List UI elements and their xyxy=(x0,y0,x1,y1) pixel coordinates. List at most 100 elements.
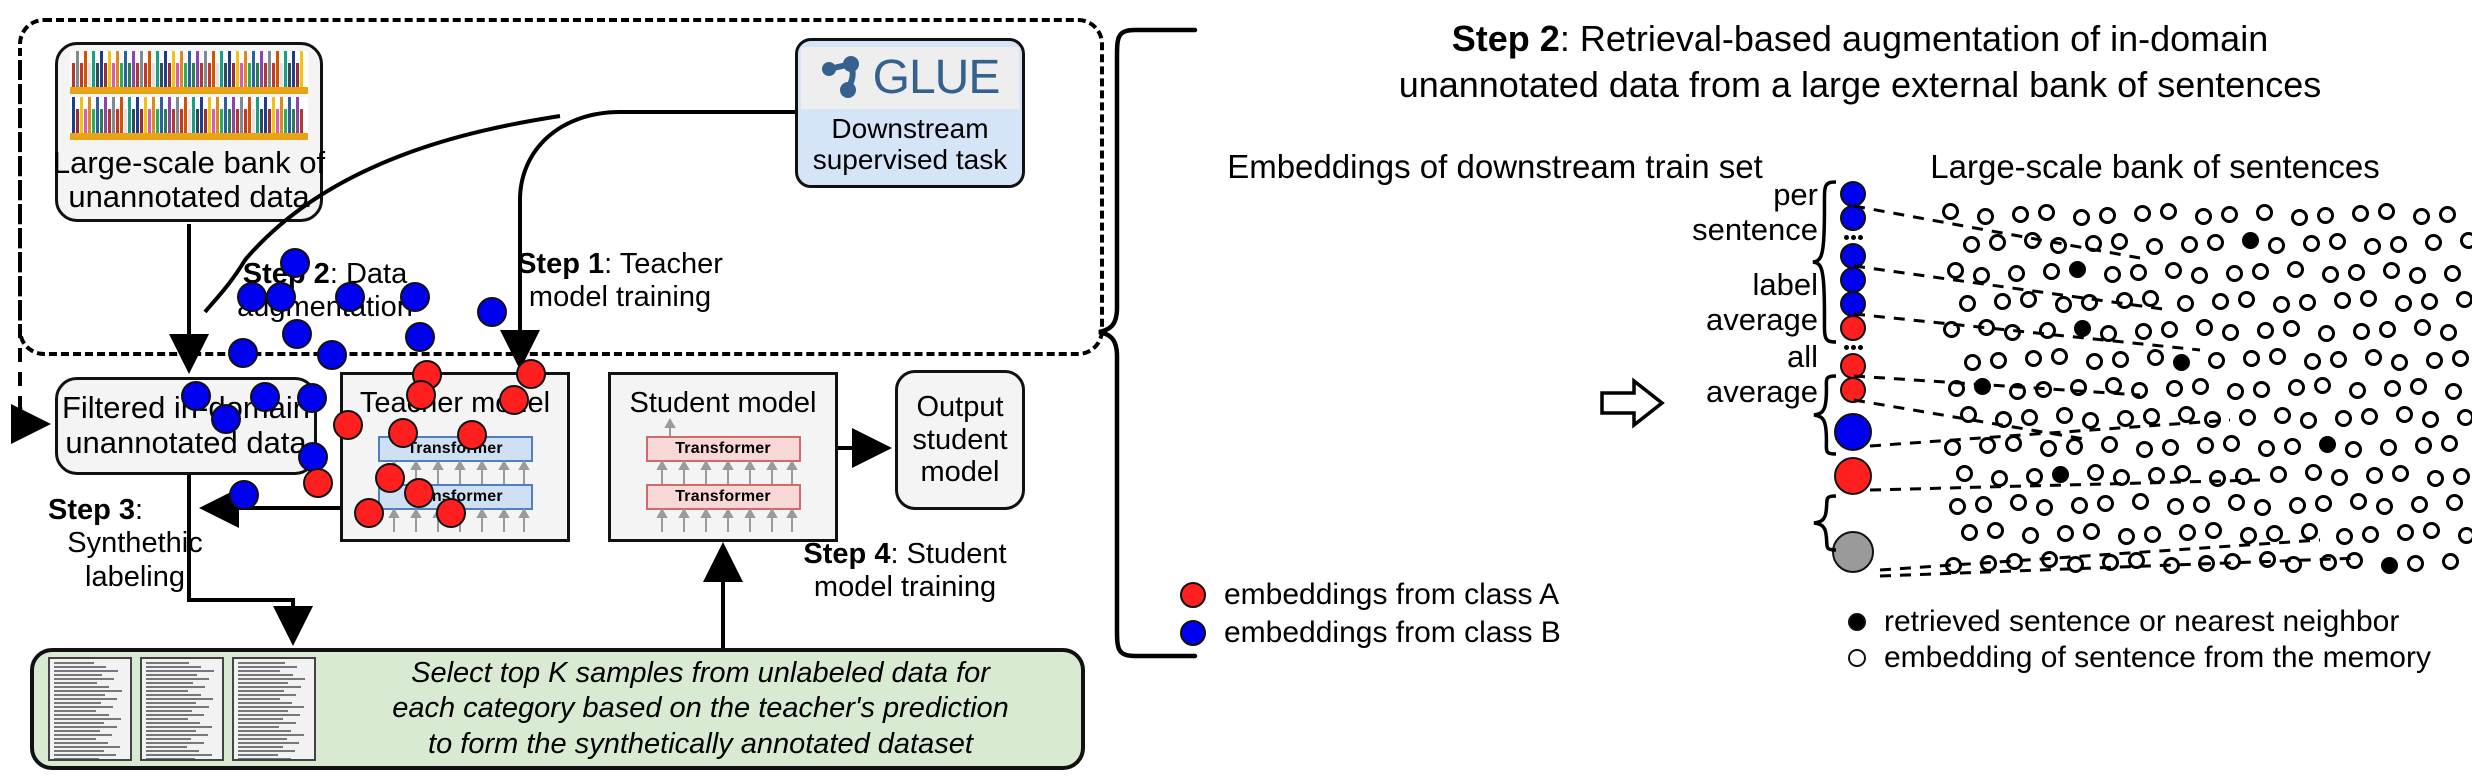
memory-embedding-dot xyxy=(2458,527,2472,544)
bookshelf-icon xyxy=(70,51,308,94)
memory-embedding-dot xyxy=(2409,267,2426,284)
memory-embedding-dot xyxy=(2146,238,2163,255)
memory-embedding-dot xyxy=(2441,435,2458,452)
memory-embedding-dot xyxy=(2256,204,2273,221)
step-3-text1: Synthethic xyxy=(67,527,203,560)
memory-embedding-dot xyxy=(2196,319,2213,336)
memory-embedding-dot xyxy=(2380,439,2397,456)
sentence-bank-dot-field xyxy=(1940,200,2472,580)
green-line1: Select top K samples from unlabeled data… xyxy=(411,656,990,689)
memory-embedding-dot xyxy=(2240,527,2257,544)
memory-embedding-dot xyxy=(2268,237,2285,254)
memory-embedding-dot xyxy=(2287,261,2304,278)
memory-embedding-dot xyxy=(2258,440,2275,457)
class-b-swatch-icon xyxy=(1180,620,1206,646)
memory-embedding-dot xyxy=(1994,293,2011,310)
memory-embedding-dot xyxy=(2392,465,2409,482)
all-average-marker xyxy=(1832,531,1874,573)
memory-embedding-dot xyxy=(2361,408,2378,425)
memory-embedding-dot xyxy=(2117,410,2134,427)
retrieval-dashed-links xyxy=(1853,204,2361,578)
step-1-text2: model training xyxy=(528,281,712,314)
memory-embedding-dot xyxy=(1975,496,1992,513)
embedding-point-class-a xyxy=(499,385,529,415)
embedding-point-class-a xyxy=(516,359,546,389)
green-line2: each category based on the teacher's pre… xyxy=(392,692,1009,725)
memory-embedding-dot xyxy=(2043,263,2060,280)
memory-embedding-dot xyxy=(2426,352,2443,369)
step-4-name: Step 4 xyxy=(803,538,891,570)
memory-embedding-dot xyxy=(2460,232,2472,249)
label-average-line1: label xyxy=(1752,267,1819,302)
memory-embedding-dot xyxy=(2360,290,2377,307)
memory-embedding-dot xyxy=(2315,495,2332,512)
memory-embedding-dot xyxy=(2425,234,2442,251)
memory-embedding-dot xyxy=(2051,348,2068,365)
memory-embedding-dot xyxy=(1956,465,1973,482)
memory-embedding-dot xyxy=(2130,264,2147,281)
memory-embedding-dot xyxy=(2221,206,2238,223)
memory-embedding-dot xyxy=(2162,439,2179,456)
memory-embedding-dot xyxy=(2086,353,2103,370)
embedding-point-class-b xyxy=(181,381,211,411)
memory-embedding-dot xyxy=(2352,205,2369,222)
legend-item-class-a: embeddings from class A xyxy=(1180,576,1561,614)
memory-embedding-dot xyxy=(2020,291,2037,308)
memory-embedding-dot xyxy=(2066,438,2083,455)
glue-sub-line1: Downstream xyxy=(831,113,989,144)
glue-molecule-icon xyxy=(821,56,859,98)
embedding-point-class-a xyxy=(436,498,466,528)
legend-memory-text: embedding of sentence from the memory xyxy=(1884,641,2431,675)
memory-embedding-dot xyxy=(2366,467,2383,484)
embedding-point-class-b xyxy=(266,282,296,312)
retrieved-sentence-dot xyxy=(2173,354,2190,371)
memory-embedding-dot xyxy=(2391,354,2408,371)
synthetic-dataset-note: Select top K samples from unlabeled data… xyxy=(30,648,1085,770)
memory-embedding-dot xyxy=(2453,468,2470,485)
retrieved-sentence-dot xyxy=(2074,320,2091,337)
memory-embedding-dot xyxy=(2284,438,2301,455)
memory-embedding-dot xyxy=(2143,408,2160,425)
memory-embedding-dot xyxy=(2299,294,2316,311)
retrieval-link-8 xyxy=(1879,538,2321,572)
memory-embedding-dot xyxy=(2301,523,2318,540)
memory-embedding-dot xyxy=(2444,265,2461,282)
document-thumbnail xyxy=(232,657,316,761)
memory-embedding-dot xyxy=(2364,238,2381,255)
memory-embedding-dot xyxy=(2191,267,2208,284)
memory-embedding-dot xyxy=(2118,528,2135,545)
embedding-point-class-a xyxy=(457,420,487,450)
legend-item-class-b: embeddings from class B xyxy=(1180,614,1561,652)
output-label-line2: student xyxy=(912,423,1008,456)
student-mid-arrows-icon xyxy=(655,459,798,484)
memory-embedding-dot xyxy=(2197,437,2214,454)
memory-embedding-dot xyxy=(2008,265,2025,282)
label-average-line2: average xyxy=(1705,301,1818,337)
memory-embedding-dot xyxy=(2135,323,2152,340)
large-scale-bank-node: Large-scale bank of unannotated data xyxy=(52,42,326,222)
ellipsis-dot xyxy=(1843,234,1849,240)
memory-embedding-dot xyxy=(2353,323,2370,340)
embedding-point-class-b xyxy=(229,480,259,510)
student-transformer-block-2: Transformer xyxy=(645,435,801,462)
bank-label-line1: Large-scale bank of xyxy=(52,144,326,180)
embedding-point-class-a xyxy=(404,478,434,508)
output-label-line3: model xyxy=(920,456,1000,489)
green-line3: to form the synthetically annotated data… xyxy=(428,727,973,760)
embeddings-subtitle: Embeddings of downstream train set xyxy=(1227,148,1763,185)
memory-embedding-dot xyxy=(2174,465,2191,482)
memory-embedding-dot xyxy=(2222,324,2239,341)
embedding-point-class-b xyxy=(400,282,430,312)
memory-embedding-dot xyxy=(2266,525,2283,542)
memory-embedding-dot xyxy=(2378,203,2395,220)
step-4-sep: : xyxy=(890,538,907,570)
group-label-all-average: all average xyxy=(1640,339,1818,409)
memory-embedding-dot xyxy=(2304,353,2321,370)
memory-embedding-dot xyxy=(2456,291,2472,308)
memory-embedding-dot xyxy=(2224,553,2241,570)
memory-embedding-dot xyxy=(2012,206,2029,223)
memory-embedding-dot xyxy=(1979,437,1996,454)
memory-embedding-dot xyxy=(2238,291,2255,308)
memory-embedding-dot xyxy=(2116,292,2133,309)
memory-embedding-dot xyxy=(2422,411,2439,428)
